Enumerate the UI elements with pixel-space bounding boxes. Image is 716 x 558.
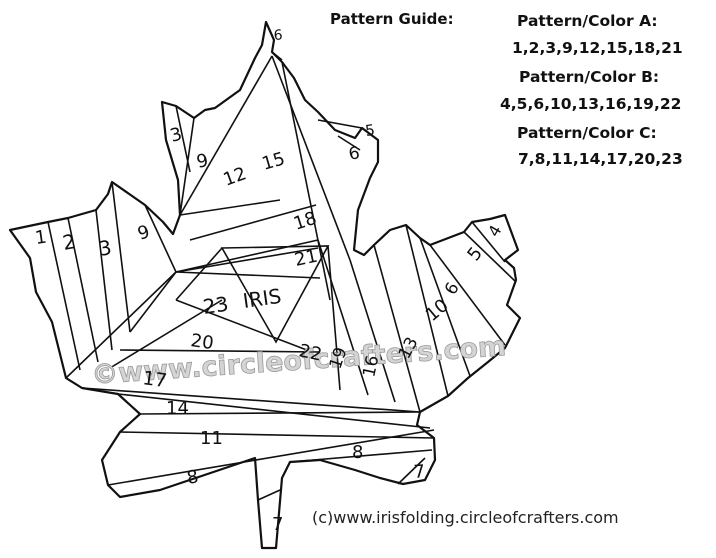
section-number-label: 11 — [200, 428, 223, 449]
section-number-label: 7 — [272, 514, 283, 535]
iris-center-label: IRIS — [241, 284, 282, 313]
color-c-label: Pattern/Color C: — [517, 124, 657, 142]
section-number-label: 16 — [359, 354, 383, 379]
section-number-label: 20 — [189, 330, 215, 354]
section-number-label: 14 — [166, 398, 189, 419]
fold-line — [130, 272, 176, 332]
section-number-label: 18 — [291, 208, 319, 235]
section-number-label: 5 — [463, 243, 487, 265]
section-number-label: 9 — [135, 221, 152, 245]
section-number-label: 6 — [273, 27, 283, 44]
fold-line — [120, 432, 434, 438]
fold-line — [350, 260, 395, 402]
section-number-label: 6 — [347, 143, 362, 165]
fold-line — [108, 430, 434, 485]
section-number-label: 3 — [97, 235, 114, 261]
section-number-label: 8 — [352, 442, 363, 463]
pattern-guide-title: Pattern Guide: — [330, 10, 454, 28]
section-number-label: 12 — [221, 163, 250, 191]
color-c-numbers: 7,8,11,14,17,20,23 — [518, 150, 683, 168]
section-number-label: 9 — [195, 150, 211, 173]
fold-line — [258, 490, 280, 500]
fold-line — [96, 210, 112, 350]
section-number-label: 15 — [260, 148, 288, 175]
section-number-label: 6 — [441, 279, 464, 298]
section-number-label: 5 — [364, 121, 376, 140]
section-number-label: 3 — [168, 124, 184, 147]
fold-line — [374, 245, 420, 412]
section-number-label: 21 — [293, 246, 320, 271]
section-number-label: 1 — [34, 227, 48, 249]
color-b-label: Pattern/Color B: — [519, 68, 659, 86]
fold-line — [318, 120, 362, 128]
section-number-label: 2 — [61, 229, 78, 255]
credit-text: (c)www.irisfolding.circleofcrafters.com — [312, 508, 619, 527]
section-number-label: 10 — [422, 295, 453, 326]
fold-line — [180, 200, 280, 215]
section-number-label: 7 — [413, 461, 426, 483]
color-a-numbers: 1,2,3,9,12,15,18,21 — [512, 39, 683, 57]
color-a-label: Pattern/Color A: — [517, 12, 658, 30]
section-number-label: 23 — [201, 292, 230, 319]
fold-line — [112, 182, 130, 332]
color-b-numbers: 4,5,6,10,13,16,19,22 — [500, 95, 681, 113]
fold-line — [118, 394, 430, 428]
fold-line — [180, 56, 272, 215]
section-number-label: 17 — [141, 367, 168, 392]
section-number-label: 4 — [484, 222, 506, 240]
